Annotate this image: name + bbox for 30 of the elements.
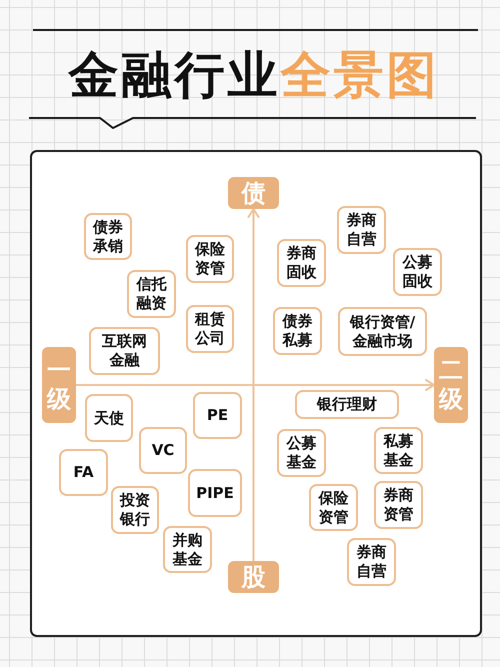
sector-box: PE [193,392,242,439]
axis-label: 二级 [434,347,468,423]
sector-box: 券商资管 [374,481,423,529]
sector-box: 信托融资 [127,270,176,318]
sector-box: 保险资管 [186,235,234,283]
sector-box: 公募基金 [277,429,326,477]
title: 金融行业全景图 [68,45,440,106]
sector-box: 券商自营 [337,206,386,254]
sector-box: 保险资管 [309,484,358,531]
axis-label: 一级 [42,347,76,423]
axis-arrow [76,379,435,391]
axis-label: 债 [228,177,279,209]
sector-box: 天使 [85,394,133,442]
sector-box: 互联网金融 [89,327,160,375]
sector-box: 私募基金 [374,427,423,474]
sector-box: PIPE [188,469,242,517]
axis-arrow [248,208,260,561]
sector-box: VC [139,427,187,474]
sector-box: 投资银行 [111,486,159,534]
axis-label: 股 [228,561,279,593]
sector-box: 并购基金 [163,526,212,573]
sector-box: 债券私募 [273,307,322,355]
sector-box: 券商自营 [347,538,396,586]
sector-box: 券商固收 [277,239,326,287]
sector-box: 债券承销 [84,213,132,260]
sector-box: 银行理财 [295,390,399,419]
sector-box: 银行资管/金融市场 [338,307,427,356]
sector-box: FA [59,449,108,496]
sector-box: 租赁公司 [186,305,234,353]
sector-box: 公募固收 [393,248,442,296]
